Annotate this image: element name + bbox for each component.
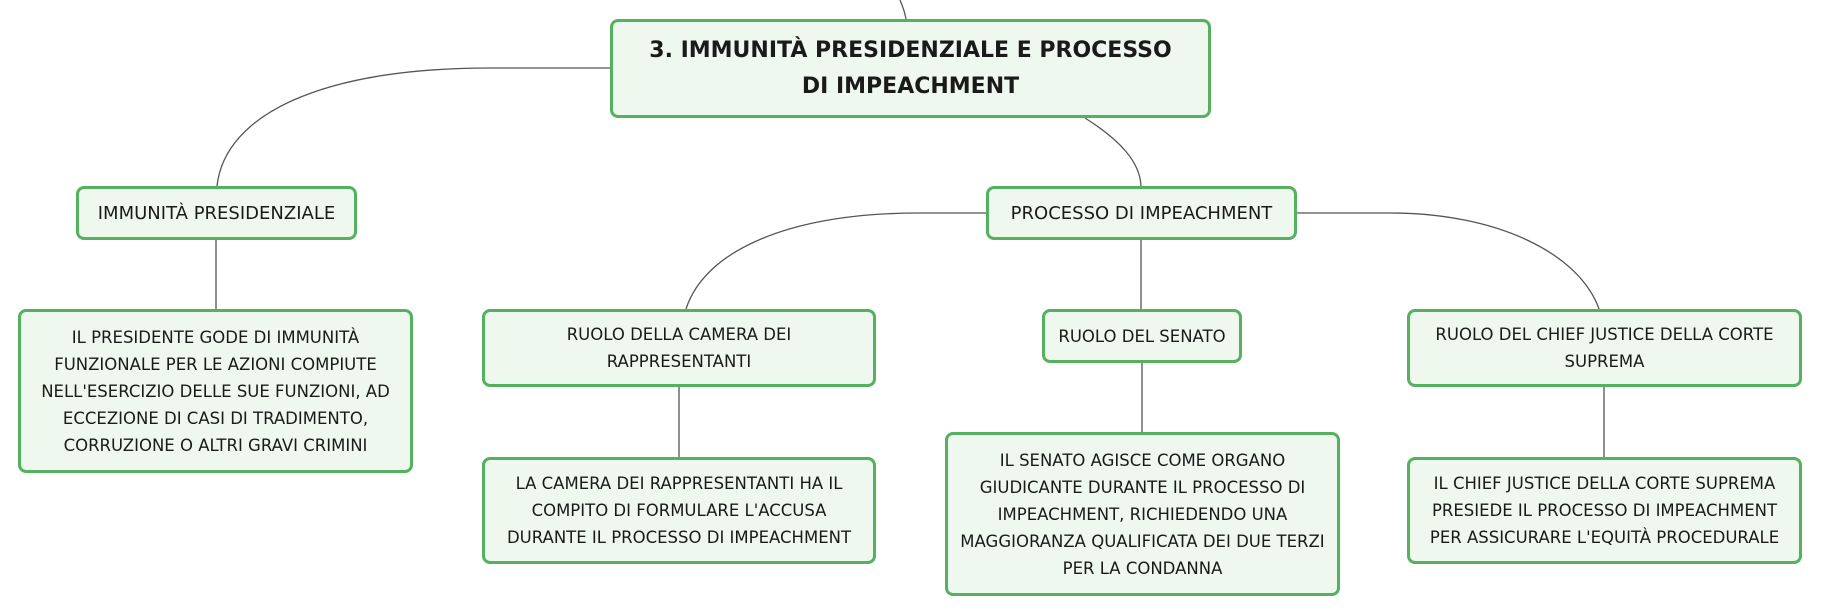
connector-parent-to-root	[899, 0, 907, 20]
detail-ruolo-senato[interactable]: IL SENATO AGISCE COME ORGANO GIUDICANTE …	[945, 432, 1340, 596]
subtopic-ruolo-senato[interactable]: RUOLO DEL SENATO	[1042, 309, 1242, 363]
topic-processo-di-impeachment[interactable]: PROCESSO DI IMPEACHMENT	[986, 186, 1297, 240]
detail-ruolo-camera[interactable]: LA CAMERA DEI RAPPRESENTANTI HA IL COMPI…	[482, 457, 876, 564]
topic-label: PROCESSO DI IMPEACHMENT	[1010, 202, 1273, 224]
connector-processo-to-chief	[1297, 212, 1600, 310]
root-topic-label: 3. IMMUNITÀ PRESIDENZIALE E PROCESSO DI …	[649, 37, 1172, 99]
detail-text: IL SENATO AGISCE COME ORGANO GIUDICANTE …	[960, 450, 1325, 578]
detail-immunita-presidenziale[interactable]: IL PRESIDENTE GODE DI IMMUNITÀ FUNZIONAL…	[18, 309, 413, 473]
subtopic-ruolo-camera[interactable]: RUOLO DELLA CAMERA DEI RAPPRESENTANTI	[482, 309, 876, 387]
topic-immunita-presidenziale[interactable]: IMMUNITÀ PRESIDENZIALE	[76, 186, 357, 240]
topic-label: IMMUNITÀ PRESIDENZIALE	[97, 202, 336, 224]
detail-text: LA CAMERA DEI RAPPRESENTANTI HA IL COMPI…	[506, 474, 852, 547]
connector-root-to-immunita	[216, 67, 610, 187]
subtopic-ruolo-chief-justice[interactable]: RUOLO DEL CHIEF JUSTICE DELLA CORTE SUPR…	[1407, 309, 1802, 387]
connector-processo-to-camera	[685, 212, 986, 310]
subtopic-label: RUOLO DEL CHIEF JUSTICE DELLA CORTE SUPR…	[1435, 325, 1774, 371]
subtopic-label: RUOLO DELLA CAMERA DEI RAPPRESENTANTI	[566, 325, 792, 371]
detail-text: IL PRESIDENTE GODE DI IMMUNITÀ FUNZIONAL…	[41, 327, 390, 455]
root-topic[interactable]: 3. IMMUNITÀ PRESIDENZIALE E PROCESSO DI …	[610, 19, 1211, 118]
subtopic-label: RUOLO DEL SENATO	[1058, 326, 1226, 346]
detail-ruolo-chief-justice[interactable]: IL CHIEF JUSTICE DELLA CORTE SUPREMA PRE…	[1407, 457, 1802, 564]
detail-text: IL CHIEF JUSTICE DELLA CORTE SUPREMA PRE…	[1429, 474, 1780, 547]
connector-root-to-processo	[1084, 117, 1142, 187]
